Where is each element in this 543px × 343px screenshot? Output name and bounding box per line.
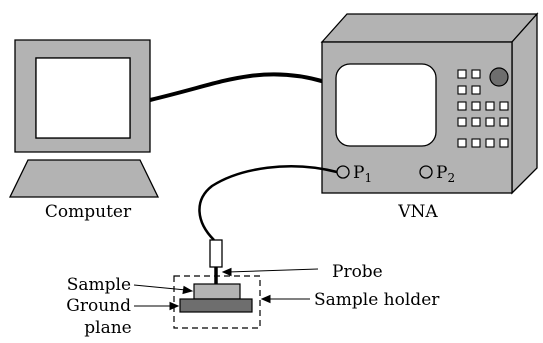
vna-key-2-3 [499, 101, 509, 111]
vna-key-0-1 [471, 69, 481, 79]
probe-cable [198, 165, 338, 241]
sample-label: Sample [67, 275, 131, 295]
annotation-arrows [133, 267, 319, 311]
probe-label: Probe [332, 262, 383, 282]
vna-key-4-1 [471, 138, 481, 148]
vna-key-3-1 [471, 117, 481, 127]
computer-label: Computer [45, 202, 132, 222]
vna-top-face [320, 13, 539, 43]
vna-keypad [457, 69, 509, 148]
vna-key-0-0 [457, 69, 467, 79]
sample-holder-outline [173, 275, 261, 329]
port-p2-label: P2 [436, 163, 455, 185]
sample [193, 283, 241, 300]
vna-key-4-3 [499, 138, 509, 148]
vna-display [335, 63, 437, 147]
ground-plane-label-line2: plane [84, 318, 131, 338]
vna-key-2-0 [457, 101, 467, 111]
vna-key-2-2 [485, 101, 495, 111]
ground-plane [179, 298, 253, 313]
computer-keyboard [8, 159, 160, 198]
sample-arrow [133, 284, 187, 291]
vna-key-3-3 [499, 117, 509, 127]
ground-plane-label-line1: Ground [66, 296, 131, 316]
vna-key-3-0 [457, 117, 467, 127]
vna-side-face [511, 12, 538, 195]
sample-holder-label: Sample holder [314, 290, 440, 310]
computer-vna-cable [149, 72, 326, 102]
vna-knob [489, 67, 509, 87]
port-p2 [419, 165, 433, 179]
vna-key-4-0 [457, 138, 467, 148]
vna-key-1-1 [471, 85, 481, 95]
vna-key-4-2 [485, 138, 495, 148]
vna-label: VNA [397, 202, 438, 222]
probe-arrow [227, 268, 319, 273]
vna-key-3-2 [485, 117, 495, 127]
computer-screen [35, 57, 131, 139]
port-p1-label: P1 [353, 163, 372, 185]
vna-key-1-0 [457, 85, 467, 95]
probe-connector [209, 239, 223, 268]
vna: P1 P2 [320, 12, 539, 195]
vna-key-2-1 [471, 101, 481, 111]
computer [8, 39, 160, 198]
